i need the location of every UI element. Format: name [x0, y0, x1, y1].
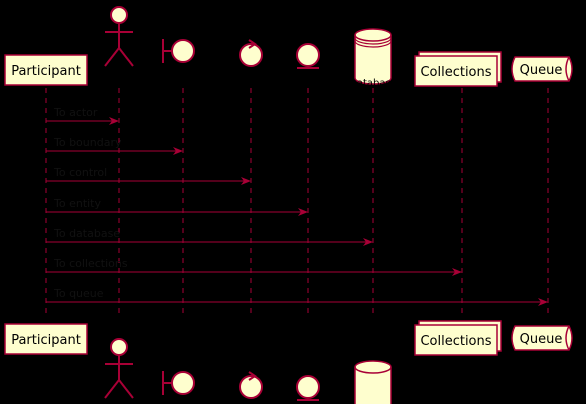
message-arrow: To actor	[46, 106, 119, 125]
message-label: To actor	[53, 106, 98, 119]
actor-body-icon	[104, 355, 134, 399]
queue-participant-bottom: Queue	[511, 325, 573, 351]
database-bands-icon	[354, 37, 392, 48]
entity-participant-top: Entity	[293, 43, 323, 89]
entity-label: Entity	[293, 322, 322, 333]
messages: To actor To boundary To control To entityTo…	[46, 106, 548, 306]
database-participant-top: Database	[349, 28, 397, 89]
queue-label: Queue	[520, 332, 563, 347]
queue-end-curve	[565, 325, 570, 351]
collections-label: Collections	[420, 65, 491, 80]
database-participant-bottom: Database	[349, 322, 397, 404]
control-icon	[239, 375, 263, 399]
control-label: Control	[233, 78, 269, 89]
collections-front-box	[414, 55, 498, 87]
actor-icon	[110, 338, 128, 356]
message-arrow: To control	[46, 166, 251, 185]
database-label: Database	[349, 78, 397, 89]
message-label: To queue	[53, 287, 104, 300]
message-arrow: To boundary	[46, 136, 183, 155]
message-label: To database	[53, 227, 120, 240]
entity-participant-bottom: Entity	[293, 322, 323, 401]
database-label: Database	[349, 322, 397, 333]
message-label: To collections	[53, 257, 128, 270]
queue-participant-top: Queue	[511, 56, 573, 82]
collections-label: Collections	[420, 334, 491, 349]
participant-box	[4, 323, 88, 355]
control-participant-bottom: Control	[233, 322, 269, 399]
collections-participant-bottom: Collections	[414, 320, 502, 356]
database-icon	[354, 360, 392, 404]
boundary-participant-top: Boundary	[159, 39, 207, 89]
message-label: To control	[53, 166, 107, 179]
database-rim-icon	[354, 34, 392, 42]
message-label: To boundary	[53, 136, 122, 149]
message-arrow: To entity	[46, 197, 308, 216]
message-arrow: To database	[46, 227, 373, 246]
entity-icon	[296, 43, 320, 67]
message-label: To entity	[53, 197, 101, 210]
database-icon	[354, 28, 392, 85]
database-rim-icon	[354, 366, 392, 374]
participant-label: Participant	[11, 64, 81, 79]
actor-label: Actor	[106, 78, 133, 89]
entity-icon	[296, 375, 320, 399]
entity-label: Entity	[293, 78, 322, 89]
collections-participant-top: Collections	[414, 51, 502, 87]
control-icon	[239, 43, 263, 67]
boundary-label: Boundary	[159, 78, 207, 89]
participants-bottom: Participant Actor Boundary Control Entity Dat…	[4, 320, 573, 404]
actor-body-icon	[104, 23, 134, 67]
control-participant-top: Control	[233, 39, 269, 89]
boundary-participant-bottom: Boundary	[159, 322, 207, 395]
actor-label: Actor	[106, 322, 133, 333]
queue-end-curve	[565, 56, 570, 82]
control-arrow-icon	[248, 39, 257, 49]
participant-box	[4, 54, 88, 86]
participant-participant-bottom: Participant	[4, 323, 88, 355]
participant-participant-top: Participant	[4, 54, 88, 86]
queue-label: Queue	[520, 63, 563, 78]
control-arrow-icon	[248, 371, 257, 381]
control-label: Control	[233, 322, 269, 333]
lifelines	[45, 88, 549, 318]
actor-participant-bottom: Actor	[104, 322, 134, 399]
actor-icon	[110, 6, 128, 24]
boundary-icon	[171, 39, 195, 63]
actor-participant-top: Actor	[104, 6, 134, 89]
participant-label: Participant	[11, 333, 81, 348]
collections-front-box	[414, 324, 498, 356]
boundary-icon	[171, 371, 195, 395]
message-arrow: To queue	[46, 287, 548, 306]
boundary-label: Boundary	[159, 322, 207, 333]
message-arrow: To collections	[46, 257, 462, 276]
